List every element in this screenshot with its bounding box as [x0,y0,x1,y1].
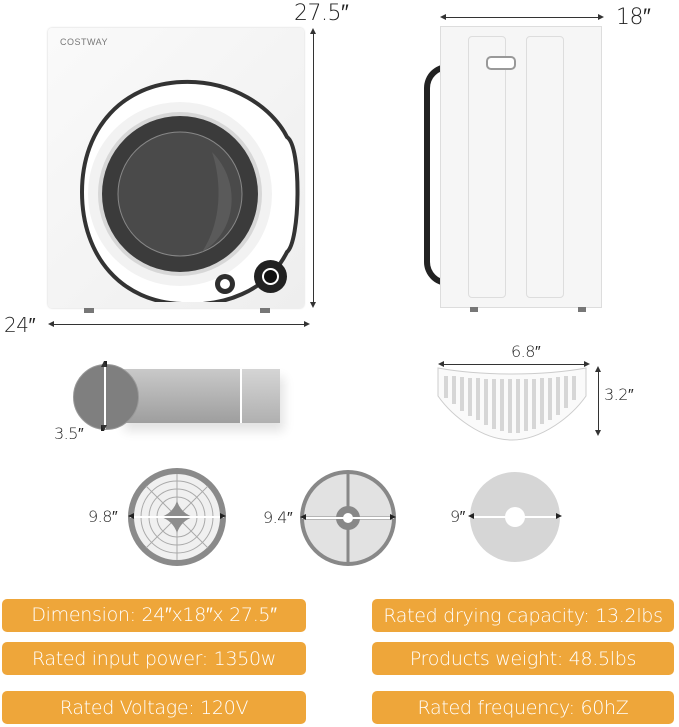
lint-width-label: 6.8″ [511,342,541,361]
depth-label: 18″ [616,5,651,30]
vent-diameter-label: 3.5″ [54,424,84,443]
door-profile [424,64,448,286]
spec-products-weight: Products weight: 48.5lbs [372,642,674,675]
vent-diameter-arrow [101,361,107,431]
outer-filter-label: 9.8″ [88,507,118,526]
lint-width-arrow [438,361,590,367]
width-label: 24″ [4,313,36,337]
spec-drying-capacity: Rated drying capacity: 13.2lbs [372,599,674,632]
spec-dimension: Dimension: 24″x18″x 27.5″ [2,599,306,632]
foot-right [578,307,586,312]
height-arrow [310,28,316,308]
panel-rib [468,36,506,298]
foot-left [470,307,478,312]
start-button [215,274,235,294]
foot-right [260,308,270,313]
spec-voltage: Rated Voltage: 120V [2,691,306,724]
dryer-front-view: COSTWAY [48,28,304,313]
hose-end [240,369,280,423]
middle-filter-arrow [300,514,396,520]
door-icon [79,79,300,302]
spec-input-power: Rated input power: 1350w [2,642,306,675]
timer-dial [254,260,287,293]
sponge-filter-arrow [468,513,562,519]
middle-filter-label: 9.4″ [263,508,293,527]
lint-height-label: 3.2″ [604,385,634,404]
side-panel [440,26,602,308]
dryer-side-view [422,24,612,314]
brand-logo: COSTWAY [60,37,108,47]
lint-height-arrow [595,366,601,436]
panel-rib [526,36,564,298]
lint-filter [437,367,587,441]
foot-left [84,308,94,313]
sponge-filter-label: 9″ [450,507,465,526]
outer-filter-arrow [128,513,226,519]
depth-arrow [440,14,604,20]
vent-cap [73,364,139,430]
vent-handle [486,56,516,70]
spec-frequency: Rated frequency: 60hZ [372,691,674,724]
width-arrow [48,321,310,327]
height-label: 27.5″ [294,1,349,26]
